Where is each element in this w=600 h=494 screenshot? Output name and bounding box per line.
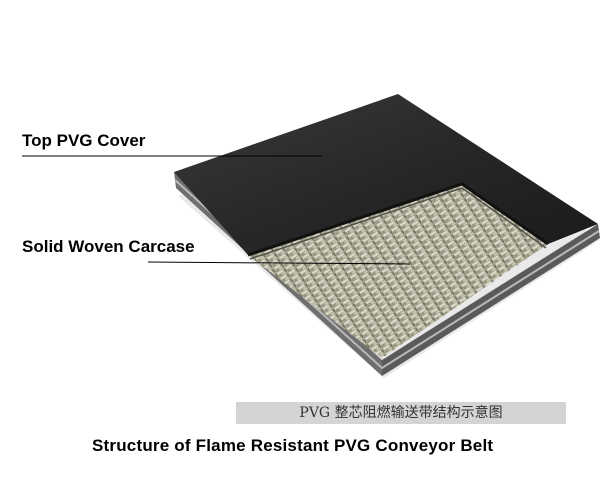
top-cover-label: Top PVG Cover <box>22 131 146 150</box>
cover-cut-edge <box>247 182 549 257</box>
carcase-layer <box>248 184 548 358</box>
chinese-caption: PVG 整芯阻燃输送带结构示意图 <box>299 405 503 421</box>
english-caption: Structure of Flame Resistant PVG Conveyo… <box>92 436 494 455</box>
top-cover-layer <box>174 94 598 255</box>
carcase-layer-shade <box>248 184 548 358</box>
carcase-leader <box>147 261 411 265</box>
carcase-label: Solid Woven Carcase <box>22 237 195 256</box>
cover-cut-highlight <box>249 187 547 260</box>
chinese-caption-bar: PVG 整芯阻燃输送带结构示意图 <box>236 402 566 424</box>
